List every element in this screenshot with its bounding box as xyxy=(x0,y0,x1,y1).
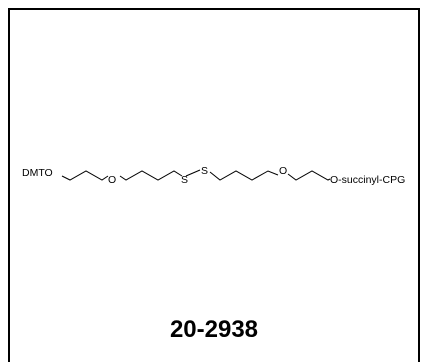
sulfur-right: S xyxy=(201,165,208,177)
chain-propyl-right xyxy=(209,170,279,181)
chain-right-segment xyxy=(287,170,331,181)
disulfide-bond xyxy=(185,169,201,177)
succinyl-cpg-label: O-succinyl-CPG xyxy=(330,174,405,186)
product-frame xyxy=(8,8,420,362)
ether-oxygen-left: O xyxy=(108,174,116,186)
chain-left-segment xyxy=(61,170,109,181)
chemical-structure: DMTO O S S O O-succinyl-CPG xyxy=(22,165,405,186)
dmto-label: DMTO xyxy=(22,167,53,179)
chain-propyl-left xyxy=(119,170,183,181)
sulfur-left: S xyxy=(181,174,188,186)
bond-lines xyxy=(61,169,331,181)
catalog-number: 20-2938 xyxy=(169,316,259,343)
ether-oxygen-right: O xyxy=(279,165,287,177)
